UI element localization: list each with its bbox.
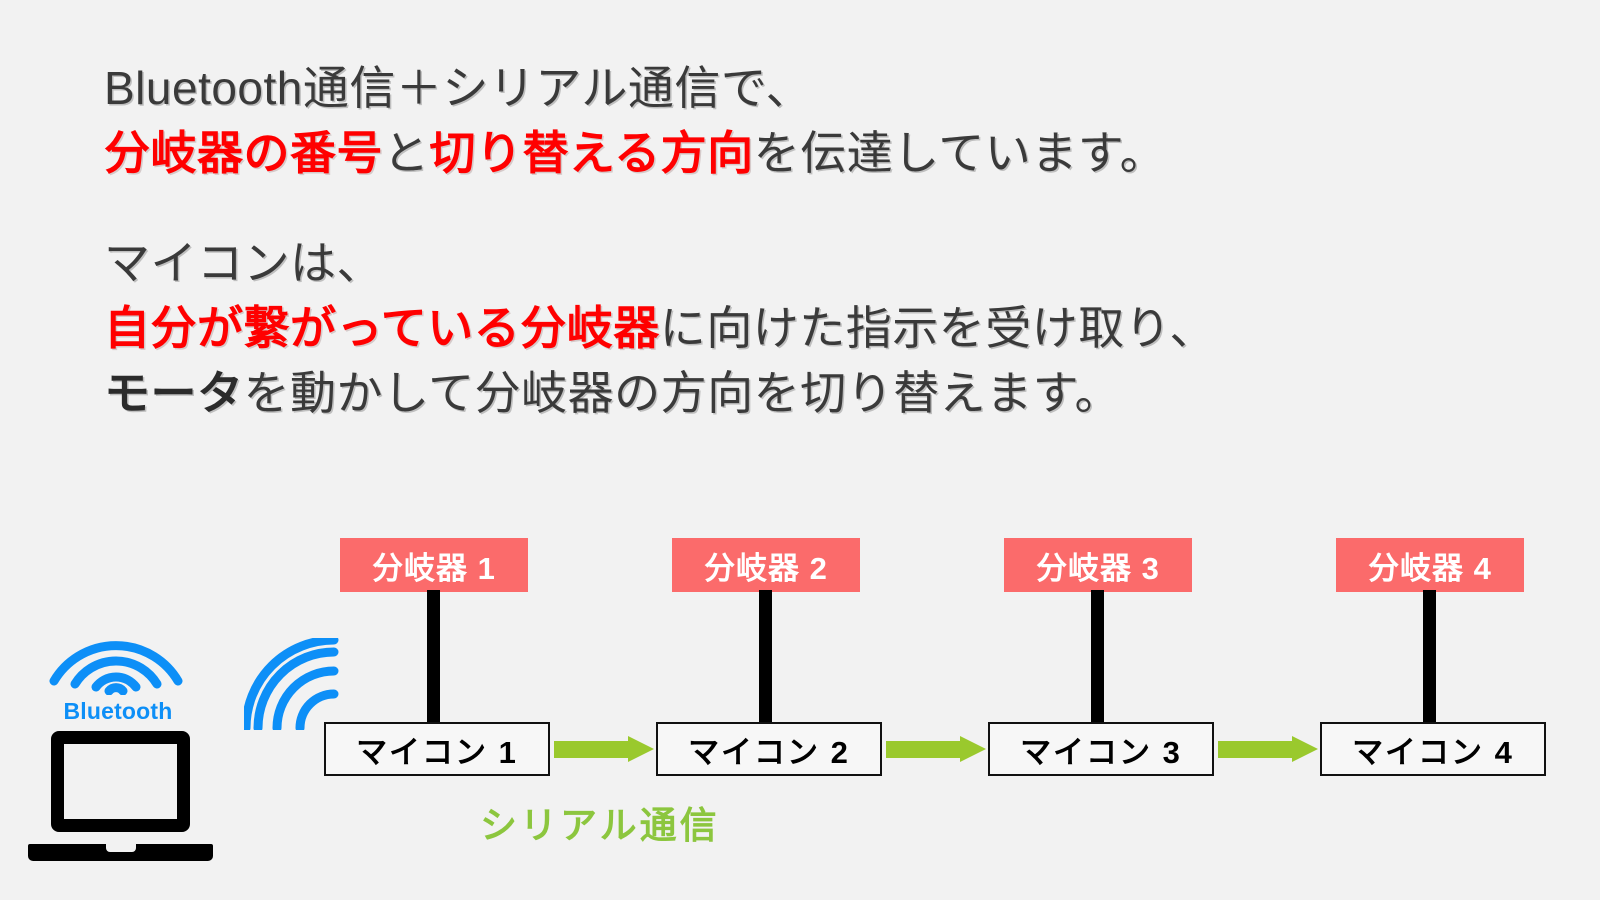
text-plain: Bluetooth通信＋シリアル通信で、 xyxy=(104,62,813,114)
connector-line-1 xyxy=(427,590,440,732)
paragraph-2-line-1: マイコンは、 xyxy=(104,231,1524,296)
text-highlight: 分岐器の番号 xyxy=(104,127,383,180)
switch-box-3[interactable]: 分岐器 3 xyxy=(1004,538,1192,592)
connector-line-4 xyxy=(1423,590,1436,732)
arrow-shaft xyxy=(554,741,630,758)
paragraph-2: マイコンは、 自分が繋がっている分岐器に向けた指示を受け取り、 モータを動かして… xyxy=(104,231,1524,427)
switch-box-1[interactable]: 分岐器 1 xyxy=(340,538,528,592)
text-plain: を動かして分岐器の方向を切り替えます。 xyxy=(243,367,1122,420)
bluetooth-label: Bluetooth xyxy=(63,698,173,724)
arrow-shaft xyxy=(886,741,962,758)
serial-arrow-3-to-4 xyxy=(1218,736,1318,763)
serial-communication-label: シリアル通信 xyxy=(480,805,720,846)
paragraph-1-line-2: 分岐器の番号と切り替える方向を伝達しています。 xyxy=(104,121,1524,186)
connector-line-2 xyxy=(759,590,772,732)
text-strong: モータ xyxy=(104,367,244,420)
laptop-base xyxy=(28,844,213,861)
connector-line-3 xyxy=(1091,590,1104,732)
text-highlight: 自分が繋がっている分岐器 xyxy=(104,301,660,354)
paragraph-1: Bluetooth通信＋シリアル通信で、 分岐器の番号と切り替える方向を伝達して… xyxy=(104,56,1524,187)
explanatory-text-block: Bluetooth通信＋シリアル通信で、 分岐器の番号と切り替える方向を伝達して… xyxy=(104,56,1524,427)
text-highlight: 切り替える方向 xyxy=(429,127,754,180)
laptop-icon xyxy=(28,731,213,861)
arrow-head xyxy=(1292,736,1318,762)
serial-arrow-2-to-3 xyxy=(886,736,986,763)
bluetooth-host-group: Bluetooth xyxy=(18,605,218,861)
system-diagram: Bluetooth 分岐器 1 マイコン 1 分岐器 2 マイコン xyxy=(0,500,1600,900)
text-plain: マイコンは、 xyxy=(104,236,383,289)
arrow-head xyxy=(960,736,986,762)
text-plain: と xyxy=(383,127,430,180)
wifi-waves-icon xyxy=(46,605,186,696)
text-plain: を伝達しています。 xyxy=(753,127,1167,180)
arrow-head xyxy=(628,736,654,762)
wifi-waves-rotated-icon xyxy=(241,635,339,733)
serial-arrow-1-to-2 xyxy=(554,736,654,763)
arrow-shaft xyxy=(1218,741,1294,758)
text-plain: に向けた指示を受け取り、 xyxy=(659,301,1216,354)
paragraph-2-line-2: 自分が繋がっている分岐器に向けた指示を受け取り、 xyxy=(104,296,1524,361)
controller-box-3[interactable]: マイコン 3 xyxy=(988,722,1214,776)
controller-box-1[interactable]: マイコン 1 xyxy=(324,722,550,776)
laptop-screen xyxy=(51,731,190,832)
controller-box-2[interactable]: マイコン 2 xyxy=(656,722,882,776)
paragraph-2-line-3: モータを動かして分岐器の方向を切り替えます。 xyxy=(104,361,1524,426)
switch-box-2[interactable]: 分岐器 2 xyxy=(672,538,860,592)
controller-box-4[interactable]: マイコン 4 xyxy=(1320,722,1546,776)
laptop-notch xyxy=(105,842,136,852)
switch-box-4[interactable]: 分岐器 4 xyxy=(1336,538,1524,592)
paragraph-1-line-1: Bluetooth通信＋シリアル通信で、 xyxy=(104,56,1524,121)
